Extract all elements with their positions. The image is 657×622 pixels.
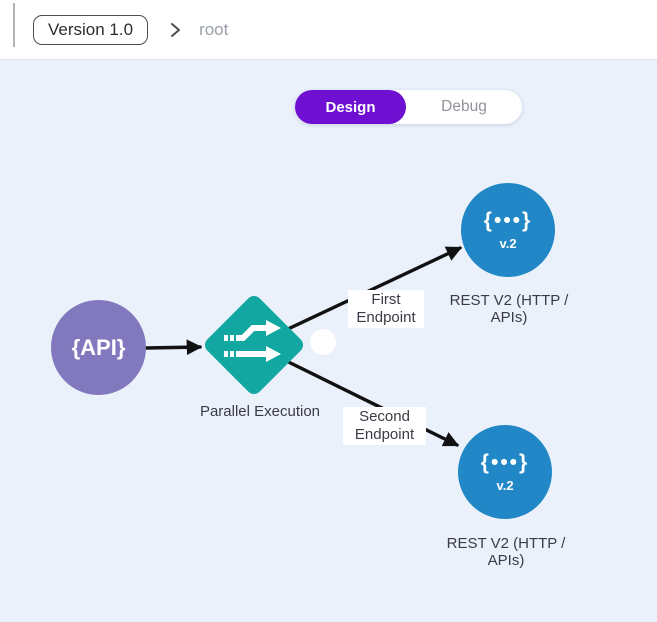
rest-top-label: REST V2 (HTTP / APIs) [434, 292, 584, 326]
rest-braces-dots-icon: {•••} [480, 451, 530, 474]
rest-bottom-label-line1: REST V2 (HTTP / [446, 535, 566, 552]
edge-label-line: Second [359, 408, 410, 425]
version-button[interactable]: Version 1.0 [33, 14, 149, 45]
rest-version-badge: v.2 [496, 478, 514, 493]
rest-top-label-line1: REST V2 (HTTP / [449, 292, 569, 309]
tab-debug[interactable]: Debug [441, 98, 487, 115]
node-rest-v2-bottom[interactable]: {•••} v.2 [458, 425, 552, 519]
edge-label-line: Endpoint [354, 426, 415, 443]
output-connector-dot[interactable] [310, 329, 336, 355]
tab-design[interactable]: Design [295, 90, 406, 124]
rest-braces-dots-icon: {•••} [483, 209, 533, 232]
rest-top-label-line2: APIs) [490, 309, 528, 326]
edge-label-first-endpoint[interactable]: First Endpoint [348, 290, 424, 328]
workflow-canvas[interactable]: Design Debug {API} Parallel Execution Fi… [0, 60, 657, 622]
rest-bottom-label: REST V2 (HTTP / APIs) [431, 535, 581, 569]
edge-label-line: First [371, 291, 401, 308]
node-api[interactable]: {API} [51, 300, 146, 395]
api-node-label: {API} [71, 334, 126, 360]
rest-bottom-label-line2: APIs) [487, 552, 525, 569]
node-rest-v2-top[interactable]: {•••} v.2 [461, 183, 555, 277]
edge-label-second-endpoint[interactable]: Second Endpoint [343, 407, 426, 445]
parallel-node-label: Parallel Execution [199, 403, 321, 420]
breadcrumb-root[interactable]: root [199, 19, 229, 39]
breadcrumb-chevron-icon [168, 21, 183, 39]
top-header: Version 1.0 root [0, 0, 657, 60]
edge-label-line: Endpoint [356, 309, 416, 326]
node-parallel-execution[interactable] [201, 292, 307, 398]
mode-toggle: Design Debug [295, 90, 522, 124]
edge-api-to-parallel [144, 339, 203, 356]
header-left-divider [13, 3, 15, 47]
rest-version-badge: v.2 [499, 236, 517, 251]
